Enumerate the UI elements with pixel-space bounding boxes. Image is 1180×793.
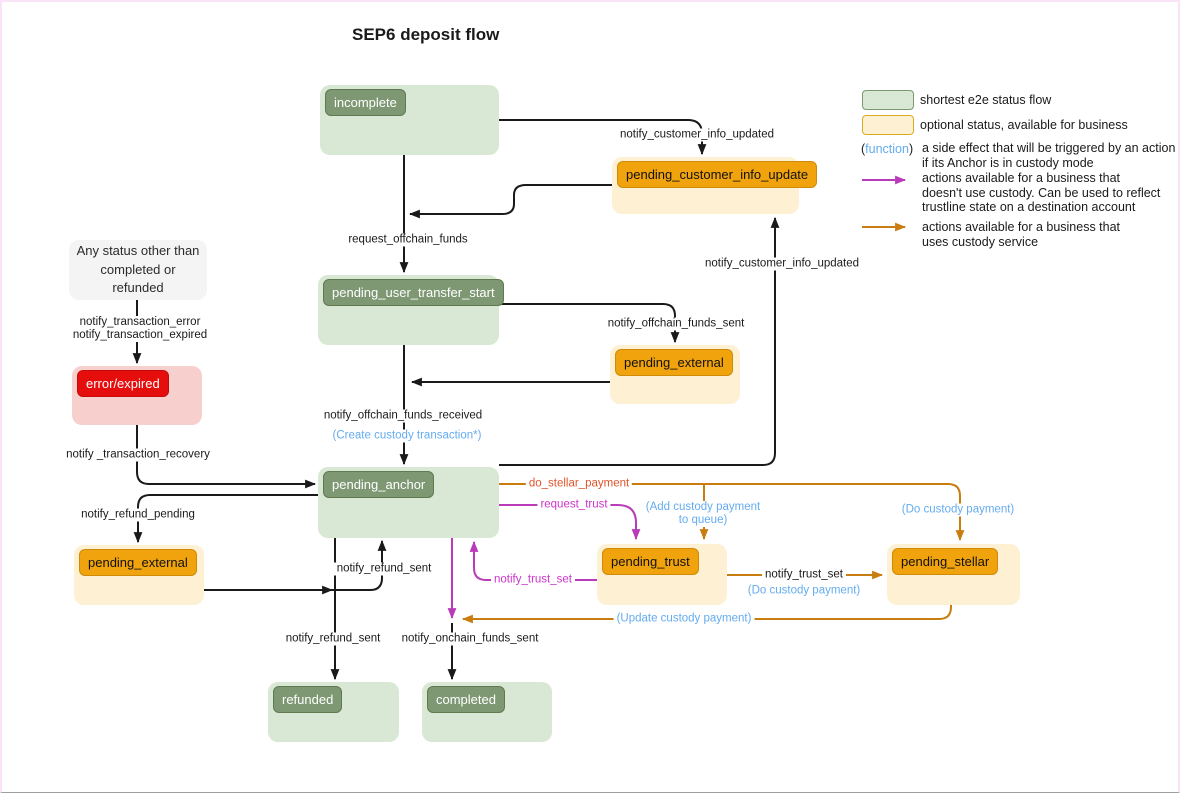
node-pending-stellar: pending_stellar — [887, 544, 1020, 605]
node-pending-external-left-label: pending_external — [79, 549, 197, 576]
node-incomplete: incomplete — [320, 85, 499, 155]
node-pending-customer-info-update-label: pending_customer_info_update — [617, 161, 818, 188]
edge-label-update-custody-payment: (Update custody payment) — [613, 612, 755, 626]
node-pending-external-right-label: pending_external — [615, 349, 733, 376]
node-pending-customer-info-update: pending_customer_info_update — [612, 157, 818, 214]
edge-label-add-custody-payment-to-queue: (Add custody payment to queue) — [642, 501, 764, 527]
node-refunded-label: refunded — [273, 686, 343, 713]
node-incomplete-label: incomplete — [325, 89, 406, 116]
node-error-expired-label: error/expired — [77, 370, 169, 397]
node-error-expired: error/expired — [72, 366, 202, 425]
edge-label-notify-onchain-funds-sent: notify_onchain_funds_sent — [398, 632, 542, 646]
node-pending-stellar-label: pending_stellar — [892, 548, 999, 575]
node-completed-label: completed — [427, 686, 505, 713]
legend-green-swatch — [862, 90, 914, 110]
node-pending-external-left: pending_external — [74, 545, 204, 605]
edge-label-notify-refund-sent-up: notify_refund_sent — [333, 562, 435, 576]
edge-label-notify-trust-set-forward: notify_trust_set — [762, 568, 846, 582]
edge-label-notify-offchain-funds-sent: notify_offchain_funds_sent — [604, 317, 748, 331]
edge-label-create-custody-transaction: (Create custody transaction*) — [329, 429, 485, 443]
node-pending-trust-label: pending_trust — [602, 548, 699, 575]
edge-label-notify-customer-info-updated-top: notify_customer_info_updated — [616, 128, 778, 142]
node-refunded: refunded — [268, 682, 399, 742]
edge-label-do-custody-payment-right: (Do custody payment) — [898, 503, 1018, 517]
node-any-status: Any status other than completed or refun… — [69, 240, 207, 300]
edge-label-notify-transaction-error-expired: notify_transaction_error notify_transact… — [69, 316, 211, 342]
edge-label-notify-trust-set-return: notify_trust_set — [491, 573, 575, 587]
edge-label-notify-refund-pending: notify_refund_pending — [78, 508, 198, 522]
legend-magenta-desc: actions available for a business that do… — [922, 171, 1161, 214]
edge-label-do-stellar-payment: do_stellar_payment — [525, 477, 633, 491]
node-completed: completed — [422, 682, 552, 742]
edge-pending-anchor-to-pciu — [499, 216, 780, 466]
diagram-title: SEP6 deposit flow — [352, 25, 500, 44]
edge-label-request-trust: request_trust — [537, 498, 611, 512]
node-pending-anchor-label: pending_anchor — [323, 471, 435, 498]
edge-label-notify-offchain-funds-received: notify_offchain_funds_received — [320, 409, 486, 423]
edge-label-do-custody-payment-mid: (Do custody payment) — [744, 584, 864, 598]
edge-label-notify-transaction-recovery: notify _transaction_recovery — [63, 448, 213, 462]
legend-orange-desc: actions available for a business that us… — [922, 220, 1121, 249]
edge-label-request-offchain-funds: request_offchain_funds — [345, 233, 471, 247]
node-pending-anchor: pending_anchor — [318, 467, 499, 538]
legend-function-key: (function) — [861, 142, 914, 156]
node-pending-external-right: pending_external — [610, 345, 740, 404]
node-pending-user-transfer-start: pending_user_transfer_start — [318, 275, 504, 345]
legend-function-desc: a side effect that will be triggered by … — [922, 141, 1176, 170]
node-pending-trust: pending_trust — [597, 544, 727, 605]
edge-pending-customer-info-update-return — [408, 184, 612, 219]
node-pending-user-transfer-start-label: pending_user_transfer_start — [323, 279, 504, 306]
edge-label-notify-refund-sent-down: notify_refund_sent — [282, 632, 384, 646]
legend-yellow-label: optional status, available for business — [920, 118, 1128, 132]
legend-yellow-swatch — [862, 115, 914, 135]
legend-green-label: shortest e2e status flow — [920, 93, 1052, 107]
edge-label-notify-customer-info-updated-bottom: notify_customer_info_updated — [701, 257, 863, 271]
